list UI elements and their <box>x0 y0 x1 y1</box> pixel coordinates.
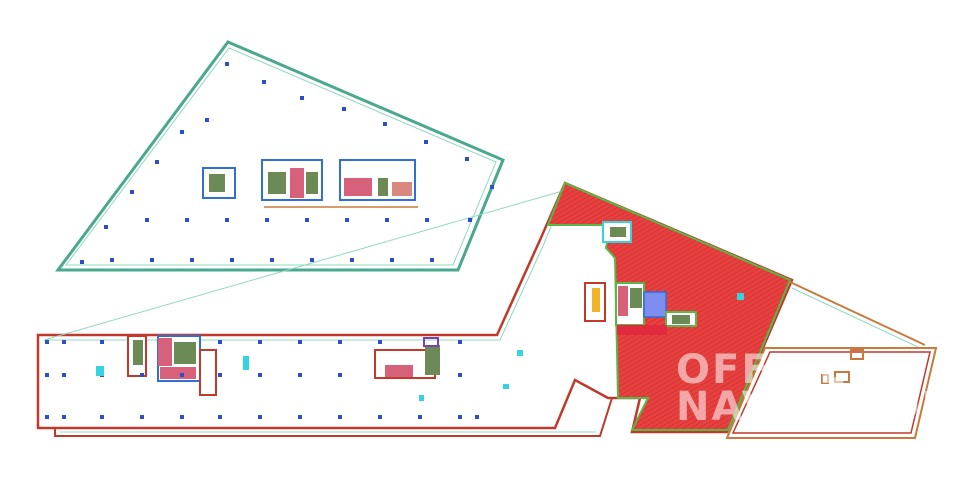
column <box>218 373 222 377</box>
column <box>225 218 229 222</box>
column <box>298 373 302 377</box>
column <box>218 340 222 344</box>
column <box>338 340 342 344</box>
watermark-line2: NAVIGATOR <box>676 384 954 430</box>
column <box>418 415 422 419</box>
column <box>62 373 66 377</box>
column <box>145 218 149 222</box>
column <box>258 373 262 377</box>
column <box>350 258 354 262</box>
column <box>130 190 134 194</box>
column <box>298 340 302 344</box>
column <box>62 415 66 419</box>
column <box>100 415 104 419</box>
column <box>62 340 66 344</box>
column <box>80 260 84 264</box>
column <box>475 415 479 419</box>
column <box>298 415 302 419</box>
column <box>468 218 472 222</box>
cyan-marker <box>96 366 104 376</box>
column <box>180 415 184 419</box>
cyan-markers <box>96 293 744 401</box>
column <box>258 340 262 344</box>
column <box>458 340 462 344</box>
column <box>385 218 389 222</box>
column <box>45 373 49 377</box>
column <box>270 258 274 262</box>
column <box>230 258 234 262</box>
cyan-marker <box>419 395 424 401</box>
column <box>100 340 104 344</box>
column <box>383 122 387 126</box>
column <box>378 415 382 419</box>
column <box>140 373 144 377</box>
column <box>425 218 429 222</box>
column <box>225 62 229 66</box>
upper-core-2 <box>261 159 418 208</box>
column <box>180 130 184 134</box>
cyan-marker <box>503 384 509 389</box>
column <box>155 160 159 164</box>
upper-wing[interactable] <box>55 40 505 272</box>
column <box>342 107 346 111</box>
cyan-marker <box>737 293 744 300</box>
column <box>430 258 434 262</box>
cyan-marker <box>243 356 249 370</box>
structural-columns <box>45 62 494 419</box>
column <box>378 340 382 344</box>
column <box>262 80 266 84</box>
column <box>490 185 494 189</box>
column <box>458 373 462 377</box>
upper-core-1 <box>202 167 236 199</box>
column <box>310 258 314 262</box>
column <box>205 118 209 122</box>
column <box>150 258 154 262</box>
red-zone-cores <box>584 221 697 335</box>
column <box>305 218 309 222</box>
column <box>104 225 108 229</box>
column <box>458 415 462 419</box>
cyan-marker <box>517 350 523 356</box>
column <box>338 373 342 377</box>
column <box>185 218 189 222</box>
column <box>140 415 144 419</box>
column <box>390 258 394 262</box>
lower-core-1 <box>127 335 217 396</box>
column <box>465 157 469 161</box>
column <box>180 373 184 377</box>
column <box>190 258 194 262</box>
lower-core-2 <box>374 337 440 379</box>
right-terrace[interactable] <box>725 281 938 439</box>
column <box>45 340 49 344</box>
watermark-line1: OFFICE <box>676 347 848 393</box>
column <box>424 140 428 144</box>
column <box>45 415 49 419</box>
column <box>265 218 269 222</box>
column <box>300 96 304 100</box>
column <box>338 415 342 419</box>
column <box>218 415 222 419</box>
column <box>110 258 114 262</box>
column <box>345 218 349 222</box>
column <box>258 415 262 419</box>
occupied-area[interactable] <box>546 181 792 431</box>
